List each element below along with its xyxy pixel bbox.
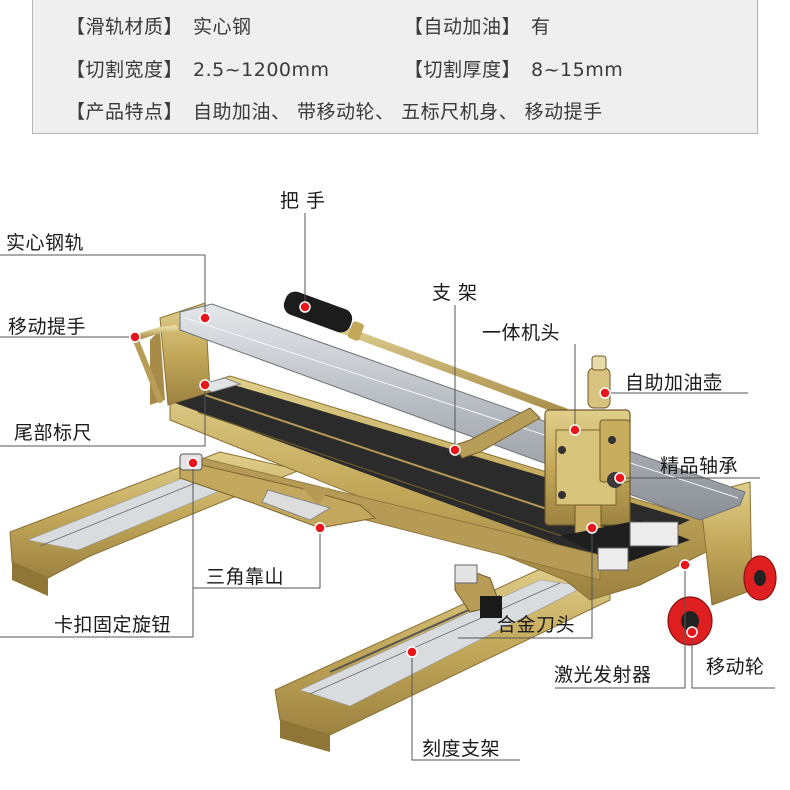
spec-row-auto-oil: 【自动加油】有 xyxy=(404,12,551,39)
triangle-stop xyxy=(179,459,377,529)
dot-clamp-knob xyxy=(187,457,199,469)
dot-triangle-stop xyxy=(314,522,326,534)
dot-scale-support xyxy=(406,646,418,658)
label-cutter-head: 一体机头 xyxy=(482,322,561,344)
label-carry-handle: 移动提手 xyxy=(8,316,87,338)
spec-key: 【滑轨材质】 xyxy=(66,16,184,38)
spec-row-cut-thickness: 【切割厚度】 8~15mm xyxy=(404,55,623,82)
dot-tail-ruler xyxy=(199,379,211,391)
label-bracket: 支 架 xyxy=(432,282,478,304)
dot-carry-handle xyxy=(129,331,141,343)
spec-value: 自助加油、 带移动轮、 五标尺机身、 移动提手 xyxy=(193,101,603,123)
dot-laser xyxy=(679,559,691,571)
spec-value: 实心钢 xyxy=(193,16,252,38)
label-scale-support: 刻度支架 xyxy=(422,738,501,760)
spec-value: 有 xyxy=(531,16,551,38)
label-clamp-knob: 卡扣固定旋钮 xyxy=(54,614,172,636)
dot-wheel xyxy=(686,626,698,638)
label-tail-ruler: 尾部标尺 xyxy=(14,422,93,444)
bracket-strut xyxy=(454,407,541,459)
dot-solid-rail xyxy=(199,312,211,324)
dot-handle xyxy=(299,301,311,313)
handle-assembly xyxy=(283,291,569,416)
dot-alloy-blade xyxy=(586,522,598,534)
dot-oil-pot xyxy=(599,387,611,399)
spec-key: 【产品特点】 xyxy=(66,101,184,123)
label-bearing: 精品轴承 xyxy=(660,455,739,477)
spec-value: 8~15mm xyxy=(531,59,624,81)
label-alloy-blade: 合金刀头 xyxy=(497,614,576,636)
dot-bracket xyxy=(449,444,461,456)
spec-key: 【切割厚度】 xyxy=(404,59,522,81)
label-laser: 激光发射器 xyxy=(554,664,652,686)
cutter-head xyxy=(544,409,631,536)
dot-bearing xyxy=(614,472,626,484)
spec-key: 【切割宽度】 xyxy=(66,59,184,81)
carry-handle xyxy=(132,325,178,403)
label-solid-rail: 实心钢轨 xyxy=(6,232,85,254)
label-handle: 把 手 xyxy=(280,190,326,212)
spec-row-features: 【产品特点】自助加油、 带移动轮、 五标尺机身、 移动提手 xyxy=(66,97,603,124)
dot-cutter-head xyxy=(569,424,581,436)
callout-dots xyxy=(129,301,698,658)
label-wheel: 移动轮 xyxy=(706,656,765,678)
label-triangle-stop: 三角靠山 xyxy=(206,566,285,588)
oil-pot xyxy=(587,355,611,409)
spec-row-cut-width: 【切割宽度】 2.5~1200mm xyxy=(66,55,330,82)
label-oil-pot: 自助加油壶 xyxy=(625,372,723,394)
scale-support-front xyxy=(274,559,611,752)
spec-value: 2.5~1200mm xyxy=(193,59,330,81)
spec-key: 【自动加油】 xyxy=(404,16,522,38)
spec-row-rail-material: 【滑轨材质】实心钢 xyxy=(66,12,252,39)
spec-panel xyxy=(32,0,758,134)
callout-lines xyxy=(0,213,775,761)
